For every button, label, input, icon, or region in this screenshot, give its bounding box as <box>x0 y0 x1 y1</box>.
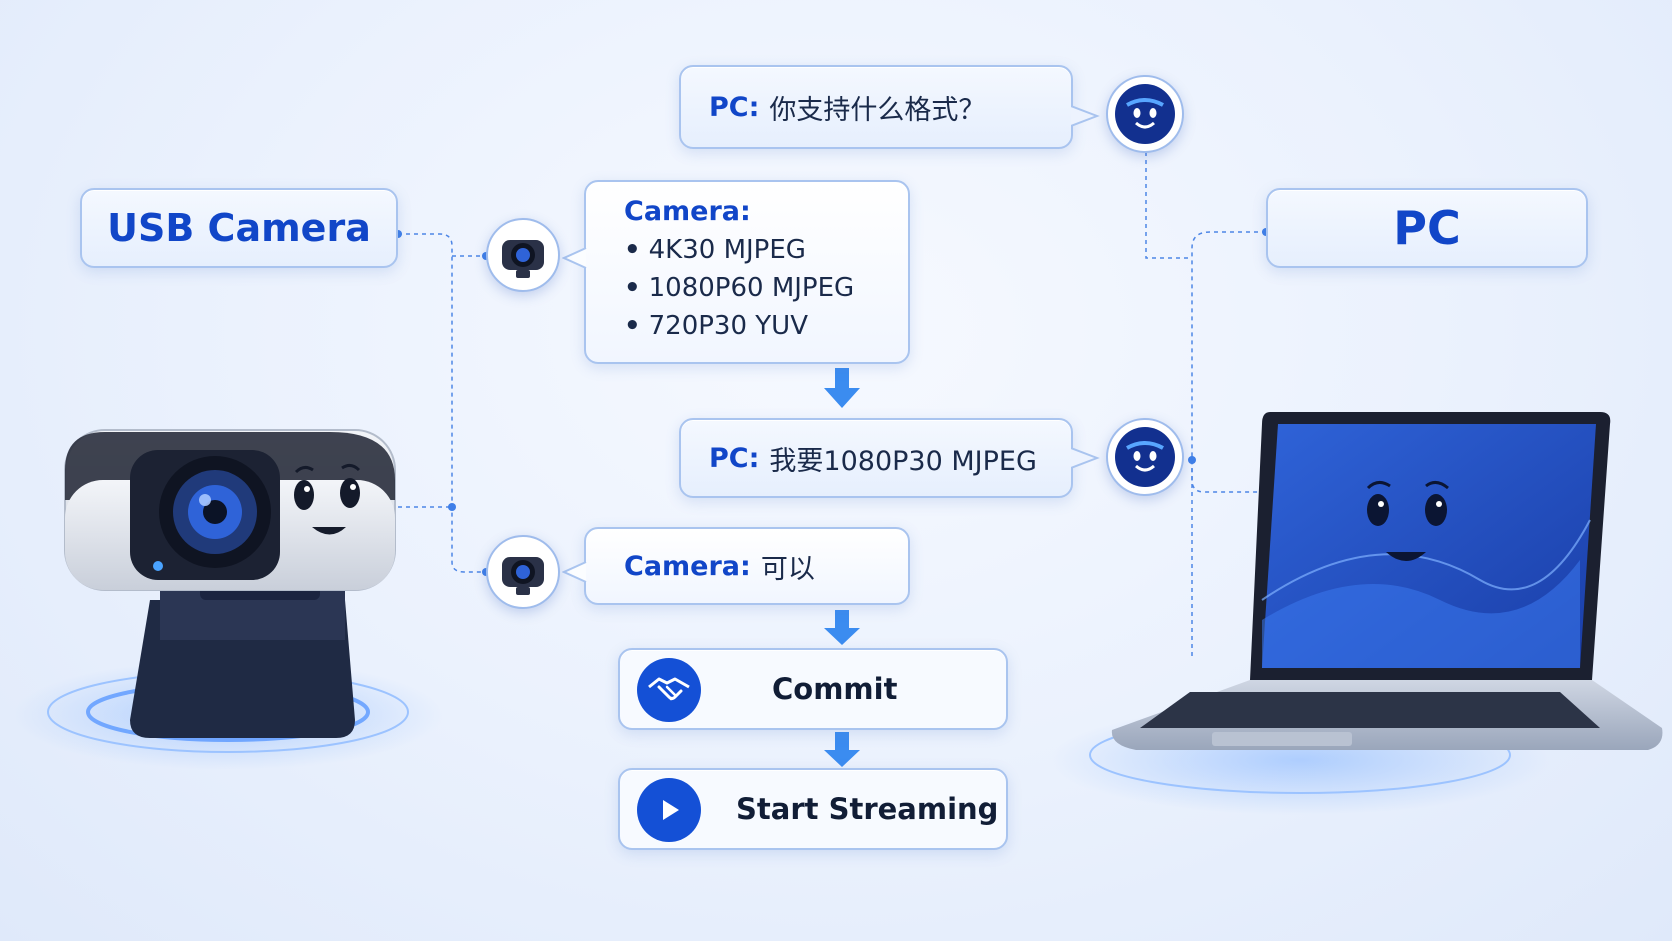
bubble-tail <box>1071 105 1100 127</box>
format-item: 720P30 YUV <box>624 307 908 345</box>
camera-ok-bubble: Camera: 可以 <box>584 527 910 605</box>
commit-label: Commit <box>772 672 898 706</box>
start-streaming-step: Start Streaming <box>618 768 1008 850</box>
camera-connectors <box>390 233 486 573</box>
bubble-tail <box>562 247 587 269</box>
handshake-icon <box>637 658 701 722</box>
camera-formats-bubble: Camera: 4K30 MJPEG 1080P60 MJPEG 720P30 … <box>584 180 910 364</box>
format-list: 4K30 MJPEG 1080P60 MJPEG 720P30 YUV <box>624 231 908 345</box>
camera-avatar-icon <box>486 535 560 609</box>
bubble-tail <box>1071 447 1100 469</box>
speaker-label: PC: <box>709 442 760 474</box>
bubble-tail <box>562 561 587 583</box>
connector-dots <box>394 230 490 576</box>
pc-avatar-icon <box>1106 75 1184 153</box>
message-text: 我要1080P30 MJPEG <box>769 445 1037 477</box>
pc-request-bubble: PC: 我要1080P30 MJPEG <box>679 418 1073 498</box>
play-icon <box>637 778 701 842</box>
speaker-label: Camera: <box>624 550 751 582</box>
usb-camera-title: USB Camera <box>80 188 398 268</box>
message-text: 可以 <box>760 553 815 585</box>
pc-avatar-icon <box>1106 418 1184 496</box>
webcam-illustration <box>64 429 396 738</box>
start-streaming-label: Start Streaming <box>736 792 999 826</box>
message-text: 你支持什么格式？ <box>769 94 986 126</box>
pc-ask-bubble: PC: 你支持什么格式？ <box>679 65 1073 149</box>
laptop-illustration <box>1111 412 1663 750</box>
pc-connectors <box>1145 152 1270 660</box>
speaker-label: PC: <box>709 91 760 123</box>
speaker-label: Camera: <box>624 196 751 227</box>
format-item: 1080P60 MJPEG <box>624 269 908 307</box>
format-item: 4K30 MJPEG <box>624 231 908 269</box>
commit-step: Commit <box>618 648 1008 730</box>
pc-title: PC <box>1266 188 1588 268</box>
flow-arrows <box>824 368 860 767</box>
camera-avatar-icon <box>486 218 560 292</box>
